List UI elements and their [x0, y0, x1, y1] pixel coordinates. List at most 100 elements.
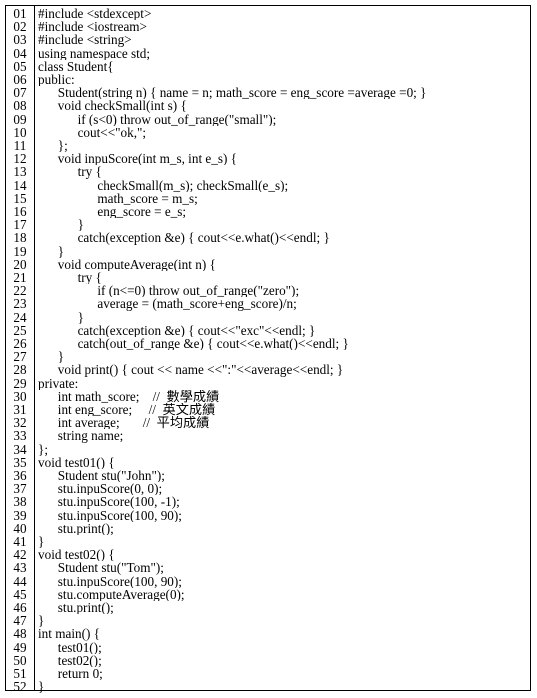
line-code: stu.inpuScore(100, 90); [38, 574, 182, 588]
line-number: 04 [13, 45, 27, 61]
code-line: 23 average = (math_score+eng_score)/n; [6, 297, 530, 310]
line-number: 08 [13, 98, 27, 114]
line-number: 10 [13, 124, 27, 140]
line-number: 02 [13, 19, 27, 35]
code-line: 02#include <iostream> [6, 20, 530, 33]
line-code: #include <stdexcept> [38, 7, 152, 21]
line-number: 34 [13, 441, 27, 457]
code-line: 48 int main() { [6, 627, 530, 640]
line-number: 22 [13, 283, 27, 299]
line-code: catch(out_of_range &e) { cout<<e.what()<… [38, 337, 349, 351]
code-line: 18 catch(exception &e) { cout<<e.what()<… [6, 231, 530, 244]
line-code: try { [38, 165, 102, 179]
line-number: 12 [13, 151, 27, 167]
line-number: 11 [13, 138, 27, 153]
line-code: #include <string> [38, 33, 132, 47]
code-line: 36 Student stu("John"); [6, 469, 530, 482]
line-number: 40 [13, 520, 27, 536]
line-code: string name; [38, 429, 124, 443]
line-code: stu.print(); [38, 601, 114, 615]
line-number: 18 [13, 230, 27, 246]
line-number: 45 [13, 586, 27, 602]
line-number: 37 [13, 481, 27, 497]
line-code: average = (math_score+eng_score)/n; [38, 297, 297, 311]
code-line: 43 Student stu("Tom"); [6, 561, 530, 574]
line-number: 31 [13, 402, 27, 417]
code-line: 16 eng_score = e_s; [6, 205, 530, 218]
code-line: 34}; [6, 441, 530, 457]
line-code: int eng_score; // 英文成績 [38, 403, 216, 417]
code-line: 33 string name; [6, 429, 530, 442]
code-line: 25 catch(exception &e) { cout<<"exc"<<en… [6, 324, 530, 337]
code-line: 22 if (n<=0) throw out_of_range("zero"); [6, 284, 530, 297]
code-line: 39 stu.inpuScore(100, 90); [6, 507, 530, 523]
code-line: 07 Student(string n) { name = n; math_sc… [6, 86, 530, 99]
line-code: int main() { [38, 627, 100, 641]
line-number: 48 [13, 626, 27, 642]
code-line: 47} [6, 614, 530, 627]
code-line: 38 stu.inpuScore(100, -1); [6, 495, 530, 508]
code-line: 50 test02(); [6, 654, 530, 667]
line-code: test02(); [38, 653, 102, 667]
line-code: }; [38, 139, 68, 153]
line-number: 52 [13, 679, 27, 695]
line-code: test01(); [38, 640, 102, 654]
code-line: 13 try { [6, 165, 530, 178]
line-number: 09 [13, 111, 27, 127]
line-number: 42 [13, 547, 27, 563]
line-number: 23 [13, 296, 27, 312]
line-number: 49 [13, 639, 27, 655]
code-line: 28 void print() { cout << name <<":"<<av… [6, 363, 530, 376]
line-number: 38 [13, 494, 27, 510]
line-code: stu.inpuScore(0, 0); [38, 482, 163, 496]
line-code: public: [38, 73, 75, 87]
code-line: 15 math_score = m_s; [6, 192, 530, 205]
code-line: 32 int average; // 平均成績 [6, 416, 530, 429]
line-number: 16 [13, 204, 27, 219]
code-line: 51 return 0; [6, 667, 530, 680]
line-number: 41 [13, 534, 27, 549]
line-code: int math_score; // 數學成績 [38, 389, 220, 403]
line-code: void test01() { [38, 455, 115, 469]
line-number: 36 [13, 468, 27, 483]
code-line: 11 }; [6, 139, 530, 152]
code-line: 49 test01(); [6, 639, 530, 655]
line-code: if (n<=0) throw out_of_range("zero"); [38, 284, 300, 298]
line-number: 39 [13, 507, 27, 523]
code-line: 14 checkSmall(m_s); checkSmall(e_s); [6, 177, 530, 193]
line-number: 19 [13, 243, 27, 259]
line-number: 43 [13, 560, 27, 576]
line-number: 14 [13, 177, 27, 193]
line-code: stu.print(); [38, 521, 114, 535]
code-line: 40 stu.print(); [6, 522, 530, 535]
line-number: 30 [13, 388, 27, 404]
line-code: private: [38, 376, 79, 390]
line-code: Student stu("John"); [38, 469, 165, 483]
line-code: catch(exception &e) { cout<<"exc"<<endl;… [38, 323, 316, 337]
line-number: 05 [13, 58, 27, 74]
line-code: } [38, 614, 45, 628]
line-number: 29 [13, 375, 27, 391]
code-line: 24 } [6, 310, 530, 323]
line-code: void computeAverage(int n) { [38, 257, 216, 271]
line-number: 01 [13, 6, 27, 21]
code-line: 26 catch(out_of_range &e) { cout<<e.what… [6, 337, 530, 350]
code-listing: 01 #include <stdexcept>02#include <iostre… [5, 5, 531, 695]
line-code: } [38, 244, 65, 258]
line-number: 27 [13, 349, 27, 365]
code-line: 09 if (s<0) throw out_of_range("small"); [6, 111, 530, 127]
line-number: 47 [13, 613, 27, 629]
line-number: 25 [13, 322, 27, 338]
code-line: 19 } [6, 243, 530, 259]
line-code: void checkSmall(int s) { [38, 99, 187, 113]
code-line: 12 void inpuScore(int m_s, int e_s) { [6, 152, 530, 165]
code-line: 41} [6, 535, 530, 548]
line-code: try { [38, 271, 102, 285]
line-number: 20 [13, 256, 27, 272]
code-line: 20 void computeAverage(int n) { [6, 258, 530, 271]
line-code: Student(string n) { name = n; math_score… [38, 86, 427, 100]
code-line: 10 cout<<"ok,"; [6, 126, 530, 139]
